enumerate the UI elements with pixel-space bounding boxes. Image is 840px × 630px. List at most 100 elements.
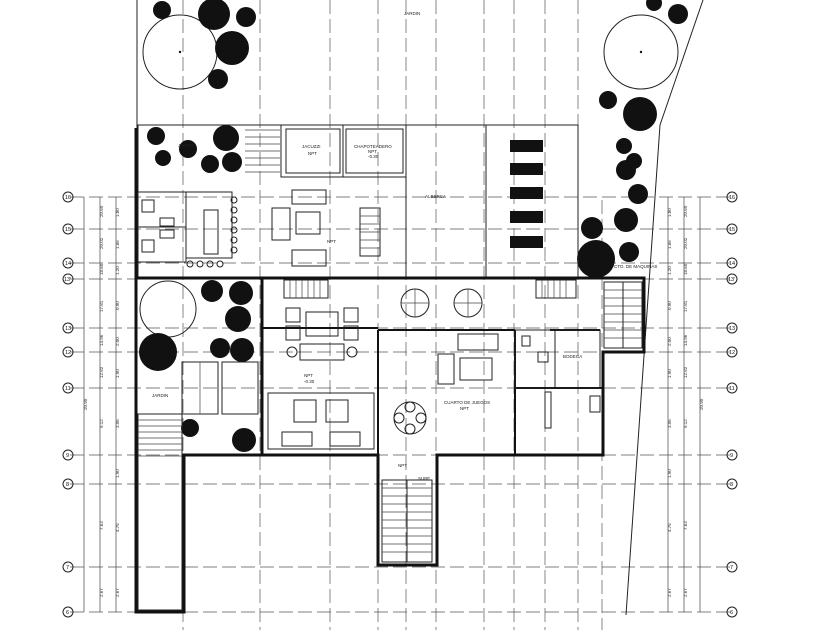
svg-text:4.76: 4.76 bbox=[115, 523, 120, 532]
sun-loungers bbox=[510, 140, 543, 248]
svg-text:2.67: 2.67 bbox=[683, 588, 688, 597]
bar-area bbox=[137, 189, 381, 268]
stair-top-right bbox=[535, 279, 577, 299]
axis-label: 14 bbox=[65, 261, 71, 267]
svg-text:1.80: 1.80 bbox=[667, 208, 672, 217]
tree-icon bbox=[668, 4, 688, 24]
svg-text:17.81: 17.81 bbox=[683, 300, 688, 312]
tree-icon bbox=[623, 97, 657, 131]
tree-icon bbox=[232, 428, 256, 452]
axis-label: 7 bbox=[730, 565, 733, 571]
axis-label: 15 bbox=[65, 227, 71, 233]
axis-label: 15 bbox=[729, 227, 735, 233]
tree-icon bbox=[201, 280, 223, 302]
left-outer-dims: 20.60 20.02 18.60 17.81 14.96 12.82 9.12… bbox=[99, 205, 104, 597]
stair-bottom: NPT SUBE bbox=[381, 463, 433, 563]
svg-text:20.02: 20.02 bbox=[683, 237, 688, 249]
axis-marker-right: 16 15 14 13' 13 12 11 9 8 7 6 bbox=[726, 191, 738, 618]
room-label: JARDIN bbox=[178, 143, 194, 148]
tree-icon bbox=[616, 160, 636, 180]
axis-label: 12 bbox=[729, 350, 735, 356]
room-label: SUBE bbox=[418, 476, 430, 481]
svg-text:18.60: 18.60 bbox=[683, 263, 688, 275]
round-table bbox=[393, 401, 427, 435]
tree-icon bbox=[614, 208, 638, 232]
main-walls bbox=[134, 128, 646, 614]
right-outer-dims: 20.60 20.02 18.60 17.81 14.96 12.82 9.12… bbox=[683, 205, 688, 597]
svg-text:17.81: 17.81 bbox=[99, 300, 104, 312]
dimension-chains: 20.90 20.90 20.60 20.02 18.60 17.81 14.9… bbox=[83, 197, 704, 612]
svg-text:2.67: 2.67 bbox=[667, 588, 672, 597]
tree-icon bbox=[155, 150, 171, 166]
site-boundary bbox=[136, 0, 704, 616]
svg-text:1.90: 1.90 bbox=[667, 469, 672, 478]
tree-icon bbox=[628, 184, 648, 204]
tree-icon bbox=[646, 0, 662, 11]
tree-icon bbox=[215, 31, 249, 65]
svg-text:3.06: 3.06 bbox=[115, 419, 120, 428]
tree-icon bbox=[230, 338, 254, 362]
svg-text:1.66: 1.66 bbox=[115, 240, 120, 249]
svg-text:0.90: 0.90 bbox=[115, 301, 120, 310]
svg-text:18.60: 18.60 bbox=[99, 263, 104, 275]
axis-label: 9 bbox=[66, 453, 69, 459]
axis-label: 9 bbox=[730, 453, 733, 459]
svg-text:12.82: 12.82 bbox=[683, 366, 688, 378]
svg-text:0.90: 0.90 bbox=[667, 301, 672, 310]
tree-icon bbox=[619, 242, 639, 262]
svg-text:1.90: 1.90 bbox=[667, 369, 672, 378]
svg-text:1.90: 1.90 bbox=[115, 369, 120, 378]
tree-icon bbox=[236, 7, 256, 27]
room-label: NPT bbox=[460, 406, 469, 411]
room-label: CTO. DE MAQUINAS bbox=[614, 264, 657, 269]
axis-label: 8 bbox=[730, 482, 733, 488]
total-dimension: 20.90 bbox=[83, 398, 88, 410]
tree-icon bbox=[213, 125, 239, 151]
axis-label: 14 bbox=[729, 261, 735, 267]
room-label: NPT bbox=[304, 373, 313, 378]
upper-garden: JARDIN bbox=[142, 0, 688, 278]
axis-label: 6 bbox=[66, 610, 69, 616]
svg-text:20.60: 20.60 bbox=[683, 205, 688, 217]
svg-text:9.12: 9.12 bbox=[683, 419, 688, 428]
axis-label: 11 bbox=[65, 386, 71, 392]
axis-marker-left: 16 15 14 13' 13 12 11 9 8 7 6 bbox=[62, 191, 74, 618]
axis-label: 13 bbox=[729, 326, 735, 332]
svg-text:12.82: 12.82 bbox=[99, 366, 104, 378]
long-stair bbox=[137, 413, 183, 611]
tree-icon bbox=[147, 127, 165, 145]
svg-text:14.96: 14.96 bbox=[99, 334, 104, 346]
tree-icon bbox=[208, 69, 228, 89]
room-label: NPT bbox=[308, 151, 317, 156]
pool-steps bbox=[245, 129, 280, 173]
svg-text:1.80: 1.80 bbox=[115, 208, 120, 217]
room-label: -0.30 bbox=[304, 379, 315, 384]
tree-icon bbox=[198, 0, 230, 30]
stair-top-left bbox=[283, 279, 329, 299]
room-label: BODEGA bbox=[563, 354, 582, 359]
axis-label: 16 bbox=[65, 195, 71, 201]
svg-text:4.76: 4.76 bbox=[667, 523, 672, 532]
tree-icon bbox=[181, 419, 199, 437]
axis-label: 7 bbox=[66, 565, 69, 571]
svg-text:2.00: 2.00 bbox=[115, 337, 120, 346]
planter-circle bbox=[603, 14, 679, 90]
axis-markers: 16 15 14 13' 13 12 11 9 8 7 6 16 15 14 1… bbox=[62, 191, 738, 618]
room-label: -0.30 bbox=[368, 154, 379, 159]
room-label: NPT bbox=[368, 149, 377, 154]
tree-icon bbox=[179, 140, 197, 158]
axis-label: 8 bbox=[66, 482, 69, 488]
tree-icon bbox=[139, 333, 177, 371]
svg-text:1.90: 1.90 bbox=[115, 469, 120, 478]
tree-icon bbox=[201, 155, 219, 173]
svg-text:2.00: 2.00 bbox=[667, 337, 672, 346]
svg-text:1.66: 1.66 bbox=[667, 240, 672, 249]
right-inner-dims: 1.80 1.66 1.20 0.90 2.00 1.90 3.06 1.90 … bbox=[667, 208, 672, 597]
svg-text:1.20: 1.20 bbox=[115, 266, 120, 275]
axis-label: 11 bbox=[729, 386, 735, 392]
axis-label: 13' bbox=[728, 277, 735, 283]
svg-text:9.12: 9.12 bbox=[99, 419, 104, 428]
axis-label: 13' bbox=[64, 277, 71, 283]
planter-circle bbox=[139, 280, 197, 338]
